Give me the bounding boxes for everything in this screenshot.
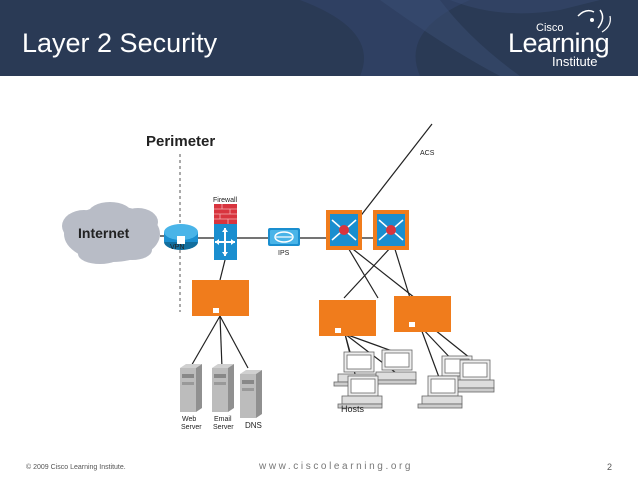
header-texture [300,0,600,76]
host-workstation-icons [333,349,495,409]
internet-label: Internet [78,225,130,241]
footer-copyright: © 2009 Cisco Learning Institute. [26,464,126,471]
access-switch-1-icon [319,300,376,336]
page-number: 2 [607,462,613,472]
dns-server-icon [240,370,262,418]
logo-swirl-icon [577,9,611,33]
ips-sensor-icon [268,228,300,246]
dns-label: DNS [245,421,262,430]
web-server-icon [180,364,202,412]
slide-title: Layer 2 Security [22,28,218,58]
footer-url: www.ciscolearning.org [259,461,414,472]
network-diagram: Perimeter Internet VPN Firewall IPS ACS … [0,76,638,456]
access-switch-2-icon [394,296,451,332]
core-switch-2-icon [373,210,409,250]
web-server-label-2: Server [181,424,202,431]
cisco-learning-logo: Cisco Learning Institute [508,6,634,72]
email-server-icon [212,364,234,412]
host-2-icon [371,349,417,385]
slide-header: Layer 2 Security Cisco Learning Institut… [0,0,638,76]
email-server-label-1: Email [214,416,232,423]
web-server-label-1: Web [182,416,197,423]
email-server-label-2: Server [213,424,234,431]
logo-cisco-text: Cisco [536,22,564,34]
internet-cloud [62,202,160,264]
vpn-router-icon [164,224,198,250]
host-3-icon [337,375,383,409]
connection-lines [160,123,471,381]
host-5-icon [449,359,495,393]
network-topology [62,123,495,418]
host-6-icon [417,375,463,409]
firewall-icon [214,204,237,260]
vpn-label: VPN [170,244,185,251]
hosts-label: Hosts [341,404,365,414]
dmz-switch-icon [192,280,249,316]
firewall-label: Firewall [213,197,238,204]
logo-institute-text: Institute [552,54,598,69]
logo-learning-text: Learning [508,28,610,58]
core-switch-1-icon [326,210,362,250]
ips-label: IPS [278,250,290,257]
acs-label: ACS [420,150,435,157]
perimeter-label: Perimeter [146,133,216,150]
